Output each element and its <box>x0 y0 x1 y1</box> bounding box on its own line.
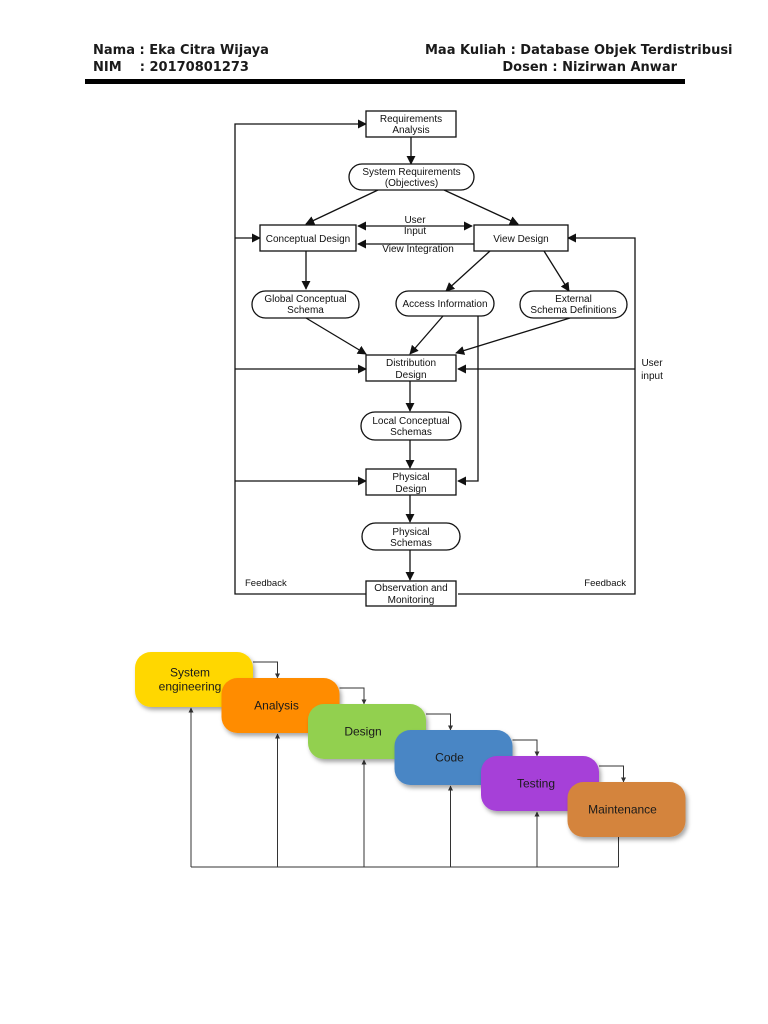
svg-text:Requirements: Requirements <box>380 114 442 125</box>
svg-text:Design: Design <box>395 484 426 495</box>
svg-text:Local Conceptual: Local Conceptual <box>372 416 449 427</box>
stage-step-arrow <box>426 713 453 731</box>
svg-text:View Design: View Design <box>493 234 548 245</box>
stage-label: Design <box>344 725 381 739</box>
stage-label: Maintenance <box>588 803 657 817</box>
svg-text:Physical: Physical <box>392 472 429 483</box>
stage-label: Code <box>435 751 464 765</box>
stage-step-arrow <box>339 687 367 705</box>
svg-text:External: External <box>555 294 592 305</box>
svg-text:Schemas: Schemas <box>390 538 432 549</box>
svg-text:Distribution: Distribution <box>386 358 436 369</box>
stage-label: Testing <box>517 777 555 791</box>
stage-step-arrow <box>512 739 540 757</box>
stage-step-arrow <box>253 661 280 679</box>
svg-text:System Requirements: System Requirements <box>362 167 460 178</box>
svg-text:input: input <box>641 371 663 382</box>
svg-text:Conceptual Design: Conceptual Design <box>266 234 351 245</box>
access-information-node: Access Information <box>395 290 495 317</box>
svg-text:Analysis: Analysis <box>392 125 429 136</box>
user-input-label-right: User input <box>641 358 663 382</box>
svg-text:Schema: Schema <box>287 305 324 316</box>
svg-text:Schema Definitions: Schema Definitions <box>530 305 616 316</box>
view-design-box: View Design <box>473 224 569 252</box>
svg-text:Physical: Physical <box>392 527 429 538</box>
stage-label: engineering <box>159 680 222 694</box>
svg-text:Input: Input <box>404 226 426 237</box>
view-integration-label: View Integration <box>382 244 454 255</box>
svg-text:Access Information: Access Information <box>402 299 487 310</box>
stage-label: Analysis <box>254 699 299 713</box>
svg-text:(Objectives): (Objectives) <box>385 178 438 189</box>
lecturer-name: Dosen : Nizirwan Anwar <box>502 60 677 75</box>
design-process-flowchart: Requirements Analysis System Requirement… <box>234 110 663 607</box>
waterfall-stage-maintenance: Maintenance <box>567 782 686 837</box>
requirements-analysis-box: Requirements Analysis <box>365 110 457 138</box>
stage-label: System <box>170 666 210 680</box>
waterfall-stages: SystemengineeringAnalysisDesignCodeTesti… <box>135 652 686 837</box>
svg-text:Global Conceptual: Global Conceptual <box>264 294 346 305</box>
physical-schemas-node: Physical Schemas <box>361 522 461 551</box>
waterfall-connectors <box>188 661 626 868</box>
external-schema-definitions-node: External Schema Definitions <box>519 290 628 319</box>
system-requirements-node: System Requirements (Objectives) <box>348 163 475 191</box>
student-nim: NIM : 20170801273 <box>93 60 249 75</box>
svg-text:User: User <box>641 358 663 369</box>
physical-design-box: Physical Design <box>365 468 457 496</box>
svg-text:Design: Design <box>395 370 426 381</box>
header-rule-thick <box>85 79 685 84</box>
conceptual-design-box: Conceptual Design <box>259 224 357 252</box>
student-name: Nama : Eka Citra Wijaya <box>93 43 269 58</box>
flowchart-connectors <box>234 119 636 595</box>
svg-text:Schemas: Schemas <box>390 427 432 438</box>
svg-text:Monitoring: Monitoring <box>388 595 435 606</box>
observation-monitoring-box: Observation and Monitoring <box>365 580 457 607</box>
svg-text:Observation and: Observation and <box>374 583 447 594</box>
course-title: Maa Kuliah : Database Objek Terdistribus… <box>425 43 733 58</box>
feedback-label-left: Feedback <box>245 578 287 589</box>
global-conceptual-schema-node: Global Conceptual Schema <box>251 290 360 319</box>
distribution-design-box: Distribution Design <box>365 354 457 382</box>
local-conceptual-schemas-node: Local Conceptual Schemas <box>360 411 462 441</box>
feedback-label-right: Feedback <box>584 578 626 589</box>
stage-step-arrow <box>599 765 626 783</box>
user-input-label-top: User Input <box>404 215 426 237</box>
svg-text:User: User <box>404 215 426 226</box>
